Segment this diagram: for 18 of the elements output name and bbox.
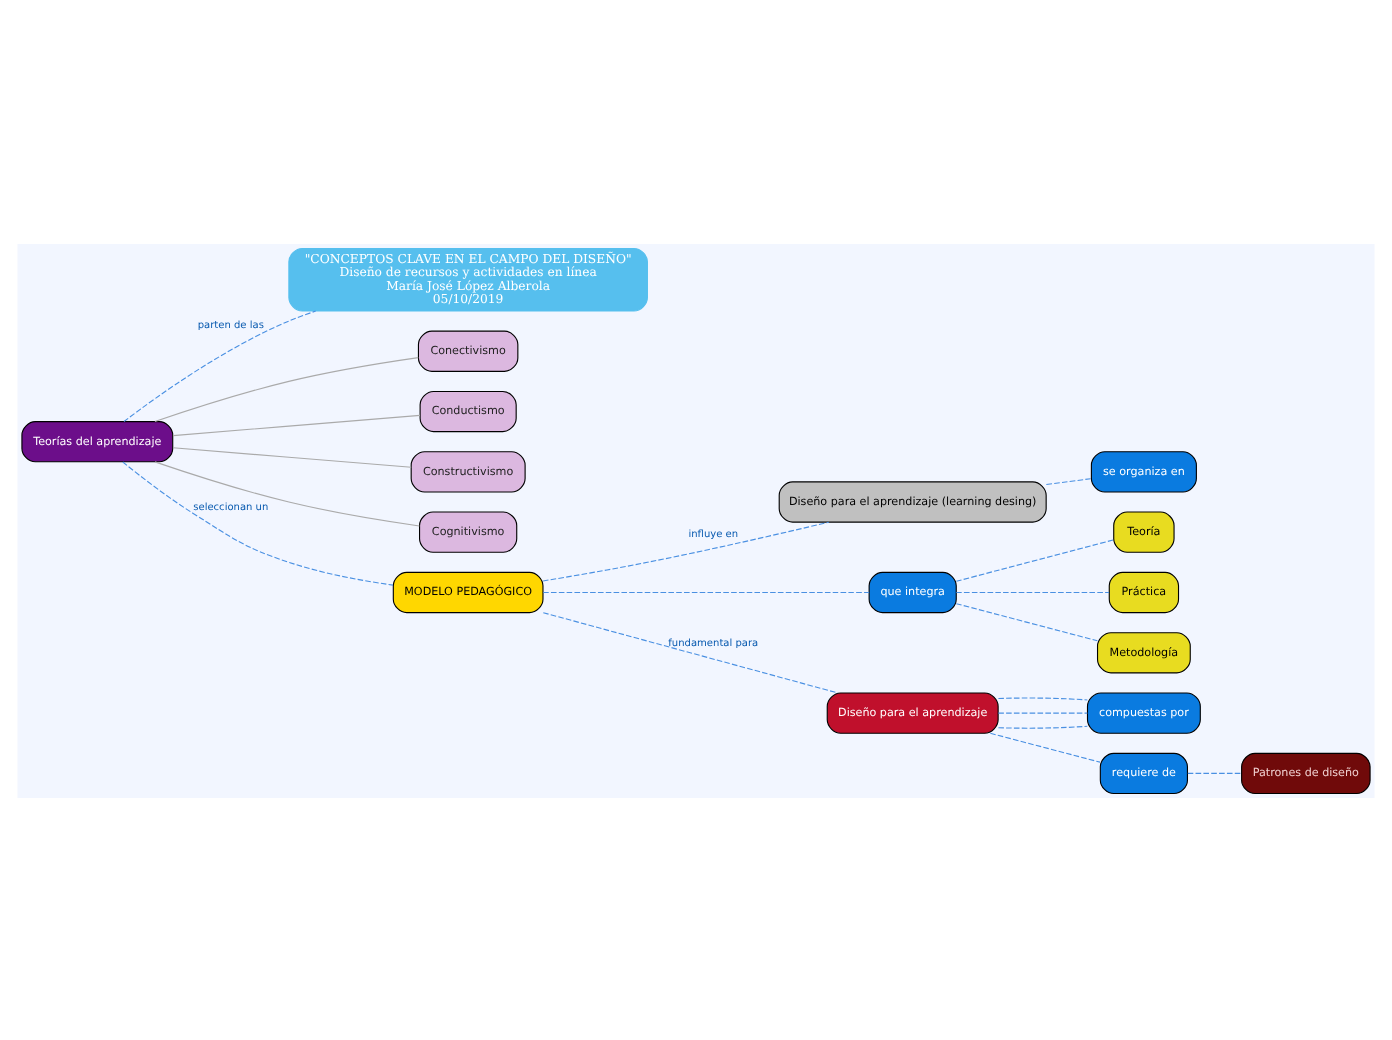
- connector: [172, 446, 412, 467]
- connector: [955, 602, 1098, 641]
- connector: [542, 611, 839, 693]
- connector: [1045, 477, 1092, 485]
- connector: [172, 413, 421, 436]
- connector: [542, 590, 870, 593]
- connector: [997, 724, 1088, 728]
- connector: [154, 460, 420, 526]
- connector: [997, 696, 1088, 700]
- connector: [997, 711, 1088, 713]
- connector: [989, 731, 1101, 762]
- connector: [955, 590, 1110, 593]
- connector: [122, 460, 394, 585]
- connector: [542, 520, 830, 581]
- connector: [955, 538, 1115, 581]
- connector: [154, 356, 419, 422]
- connector: [123, 309, 317, 422]
- connector: [1187, 771, 1242, 773]
